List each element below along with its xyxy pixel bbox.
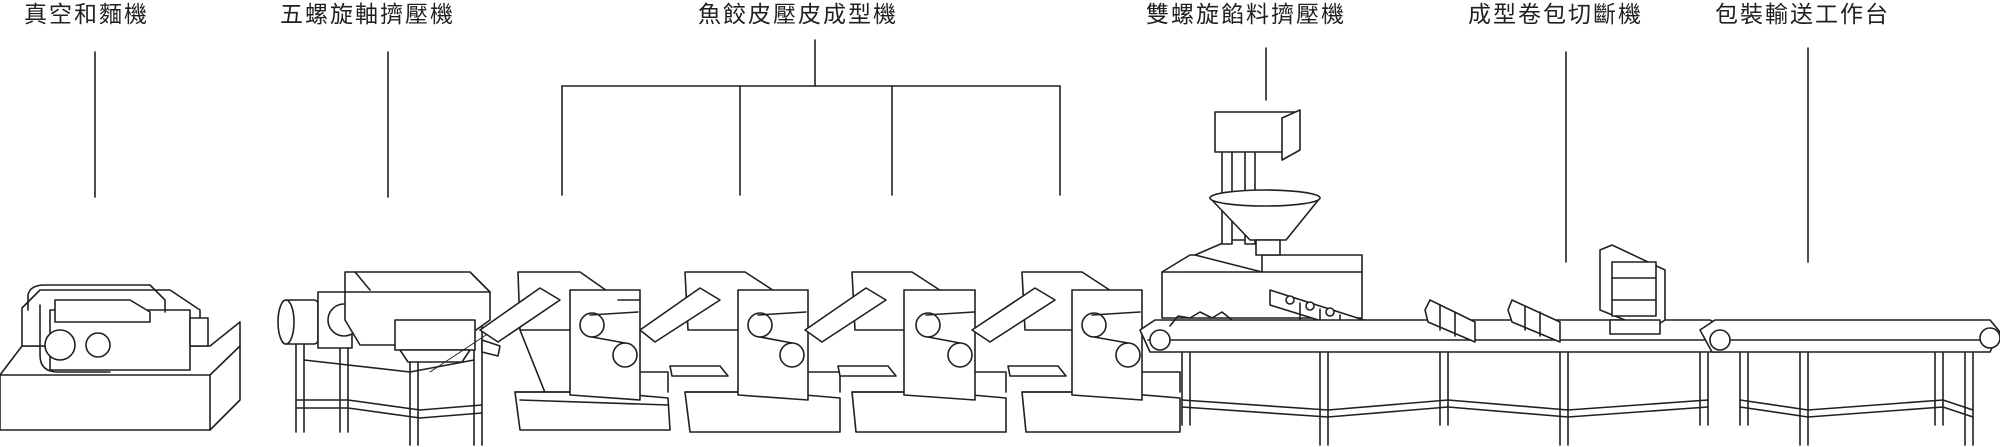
label-forming-cutting-machine: 成型卷包切斷機 (1468, 2, 1643, 28)
twin-screw-filling-extruder-drawing (1162, 110, 1376, 342)
label-packing-conveyor-table: 包裝輸送工作台 (1715, 2, 1890, 28)
label-twin-screw-filling-extruder: 雙螺旋餡料擠壓機 (1146, 2, 1346, 28)
conveyor-2 (640, 288, 720, 342)
forming-cutting-machine-drawing (1425, 245, 1665, 342)
leader-lines (95, 40, 1808, 262)
vacuum-mixer-drawing (0, 285, 240, 430)
conveyor-4 (972, 288, 1055, 342)
screw-extruder-drawing (278, 272, 490, 445)
forming-line-conveyor (1140, 312, 1730, 445)
sheeting-machine-1 (515, 272, 670, 430)
conveyor-1 (480, 288, 560, 356)
label-vacuum-mixer: 真空和麵機 (24, 2, 149, 28)
label-screw-extruder: 五螺旋軸擠壓機 (280, 2, 455, 28)
sheeting-machine-3 (838, 272, 1006, 432)
sheeting-machine-4 (1008, 272, 1180, 432)
conveyor-3 (805, 288, 886, 342)
label-sheeting-machines: 魚餃皮壓皮成型機 (698, 2, 898, 28)
packing-conveyor-table-drawing (1700, 320, 2000, 445)
sheeting-machine-2 (670, 272, 840, 432)
